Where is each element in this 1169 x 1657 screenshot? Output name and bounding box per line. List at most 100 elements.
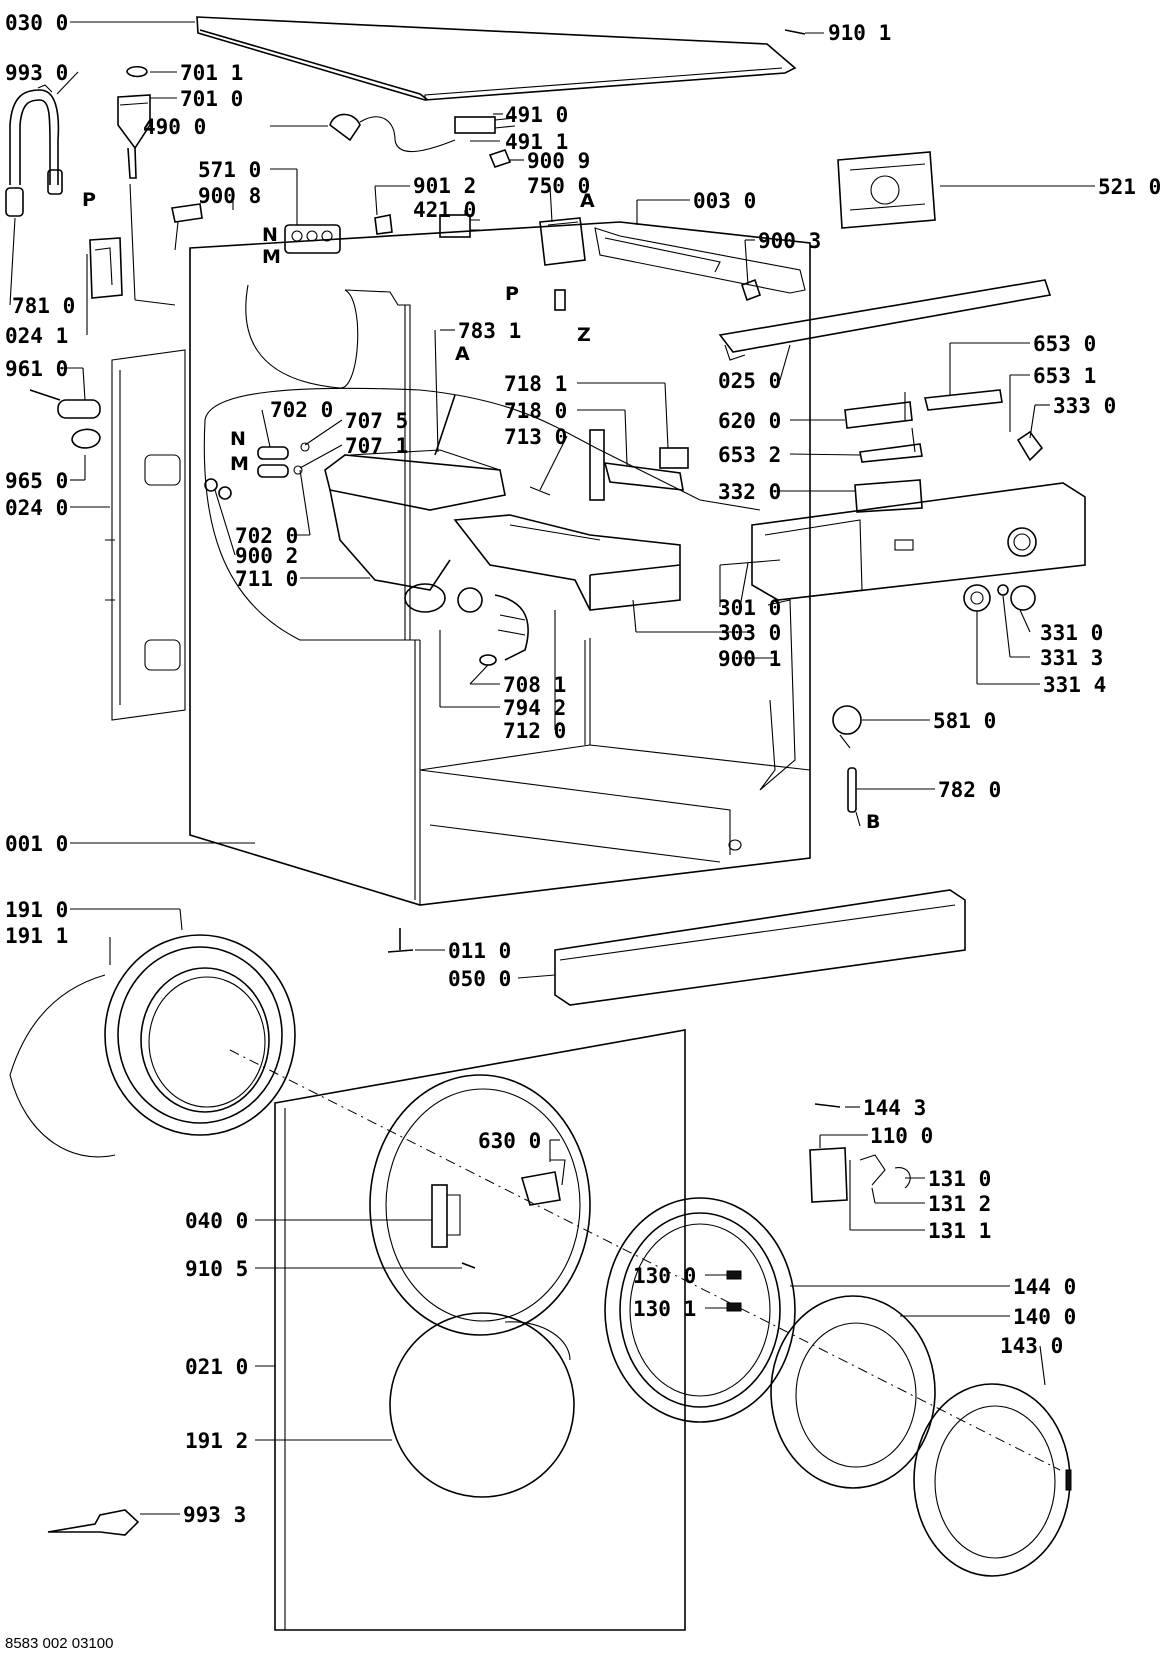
- callout-331-4: 331 4: [1043, 673, 1106, 697]
- hinge-pins-130: [726, 1270, 742, 1312]
- spring-713-0: [529, 486, 551, 496]
- callout-783-1: 783 1: [458, 319, 521, 343]
- callout-143-0: 143 0: [1000, 1334, 1063, 1358]
- clamp-901-2: [374, 214, 393, 235]
- leader-lines: [9, 21, 1095, 1515]
- service-tool-993-3: [47, 1509, 140, 1536]
- callout-781-0: 781 0: [12, 294, 75, 318]
- callout-702-0-top: 702 0: [270, 398, 333, 422]
- callout-630-0: 630 0: [478, 1129, 541, 1153]
- callout-653-1: 653 1: [1033, 364, 1096, 388]
- callout-301-0: 301 0: [718, 596, 781, 620]
- siphon-718-0: [589, 429, 684, 501]
- cabinet-side-panel-024-0: [105, 349, 186, 721]
- cable-harness-900-1: [759, 599, 796, 791]
- callout-750-0: 750 0: [527, 174, 590, 198]
- callout-140-0: 140 0: [1013, 1305, 1076, 1329]
- knob-331-0: [1010, 585, 1036, 611]
- pressure-switch-750-0: [539, 217, 586, 311]
- callout-900-1: 900 1: [718, 647, 781, 671]
- callout-191-1: 191 1: [5, 924, 68, 948]
- callout-901-2: 901 2: [413, 174, 476, 198]
- callout-708-1: 708 1: [503, 673, 566, 697]
- callout-900-2: 900 2: [235, 544, 298, 568]
- crossbar-025-0: [718, 279, 1052, 361]
- callout-001-0: 001 0: [5, 832, 68, 856]
- callout-050-0: 050 0: [448, 967, 511, 991]
- letter-a-switch: A: [580, 190, 595, 212]
- callout-900-8: 900 8: [198, 184, 261, 208]
- door-lock-630-0: [520, 1159, 566, 1206]
- pcb-module-521-0: [837, 151, 936, 229]
- callout-965-0: 965 0: [5, 469, 68, 493]
- lamp-782-0: [847, 767, 857, 813]
- callout-900-3: 900 3: [758, 229, 821, 253]
- callout-707-1: 707 1: [345, 434, 408, 458]
- knob-spring-331-3: [997, 584, 1009, 596]
- knob-insert-331-4: [963, 584, 991, 612]
- letter-m-valve: M: [262, 246, 281, 268]
- callout-040-0: 040 0: [185, 1209, 248, 1233]
- callout-718-0: 718 0: [504, 399, 567, 423]
- callout-021-0: 021 0: [185, 1355, 248, 1379]
- callout-130-0: 130 0: [633, 1264, 696, 1288]
- top-cover-030-0: [196, 16, 797, 101]
- callout-653-2: 653 2: [718, 443, 781, 467]
- drain-hose-961-0: [29, 389, 101, 419]
- clamp-708-1: [479, 654, 497, 666]
- timer-motor-581-0: [832, 705, 862, 749]
- letter-p-hose: P: [82, 189, 96, 211]
- callout-003-0: 003 0: [693, 189, 756, 213]
- drawer-303-0: [453, 514, 681, 611]
- callout-712-0: 712 0: [503, 719, 566, 743]
- callout-331-3: 331 3: [1040, 646, 1103, 670]
- callout-144-3: 144 3: [863, 1096, 926, 1120]
- hose-connector-900-8: [171, 203, 203, 251]
- hose-clip-965-0: [71, 428, 101, 449]
- lever-653-0: [924, 389, 1003, 411]
- callout-110-0: 110 0: [870, 1124, 933, 1148]
- drawing-number: 8583 002 03100: [5, 1635, 113, 1652]
- door-frame-144-0: [604, 1197, 796, 1423]
- callout-491-0: 491 0: [505, 103, 568, 127]
- callout-707-5: 707 5: [345, 409, 408, 433]
- callout-620-0: 620 0: [718, 409, 781, 433]
- callout-491-1: 491 1: [505, 130, 568, 154]
- callout-191-2: 191 2: [185, 1429, 248, 1453]
- adjustable-foot-011-0: [387, 928, 414, 953]
- door-seal-191-0: [104, 934, 296, 1136]
- letter-n-hose: N: [230, 428, 246, 450]
- callout-521-0: 521 0: [1098, 175, 1161, 199]
- clip-653-1: [1016, 430, 1044, 462]
- callout-331-0: 331 0: [1040, 621, 1103, 645]
- door-ring-143-0: [913, 1383, 1072, 1577]
- control-panel-301-0: [751, 482, 1086, 601]
- fill-valve-571-0: [284, 224, 341, 254]
- callout-961-0: 961 0: [5, 357, 68, 381]
- callout-332-0: 332 0: [718, 480, 781, 504]
- screw-144-3: [814, 1103, 841, 1108]
- rubber-cap-701-1: [126, 65, 148, 78]
- screw-910-1: [784, 29, 806, 35]
- callout-131-2: 131 2: [928, 1192, 991, 1216]
- front-panel-021-0: [229, 1029, 1061, 1631]
- callout-993-0: 993 0: [5, 61, 68, 85]
- door-glass-140-0: [770, 1295, 936, 1489]
- inlet-hose-993-0: [5, 84, 63, 217]
- callout-030-0: 030 0: [5, 11, 68, 35]
- callout-702-0-bottom: 702 0: [235, 524, 298, 548]
- callout-024-1: 024 1: [5, 324, 68, 348]
- mains-cable-490-0: [329, 113, 456, 153]
- letter-z-switch: Z: [577, 324, 591, 346]
- hose-parts-702-0: [257, 442, 310, 478]
- callout-130-1: 130 1: [633, 1297, 696, 1321]
- callout-421-0: 421 0: [413, 198, 476, 222]
- door-hinge-040-0: [431, 1184, 461, 1248]
- siphon-cap-718-1: [659, 447, 689, 469]
- letter-m-hose: M: [230, 453, 249, 475]
- callout-910-5: 910 5: [185, 1257, 248, 1281]
- callout-025-0: 025 0: [718, 369, 781, 393]
- position-letters: P N M A P Z A N M B: [82, 189, 880, 833]
- clamps-900-2: [204, 478, 232, 500]
